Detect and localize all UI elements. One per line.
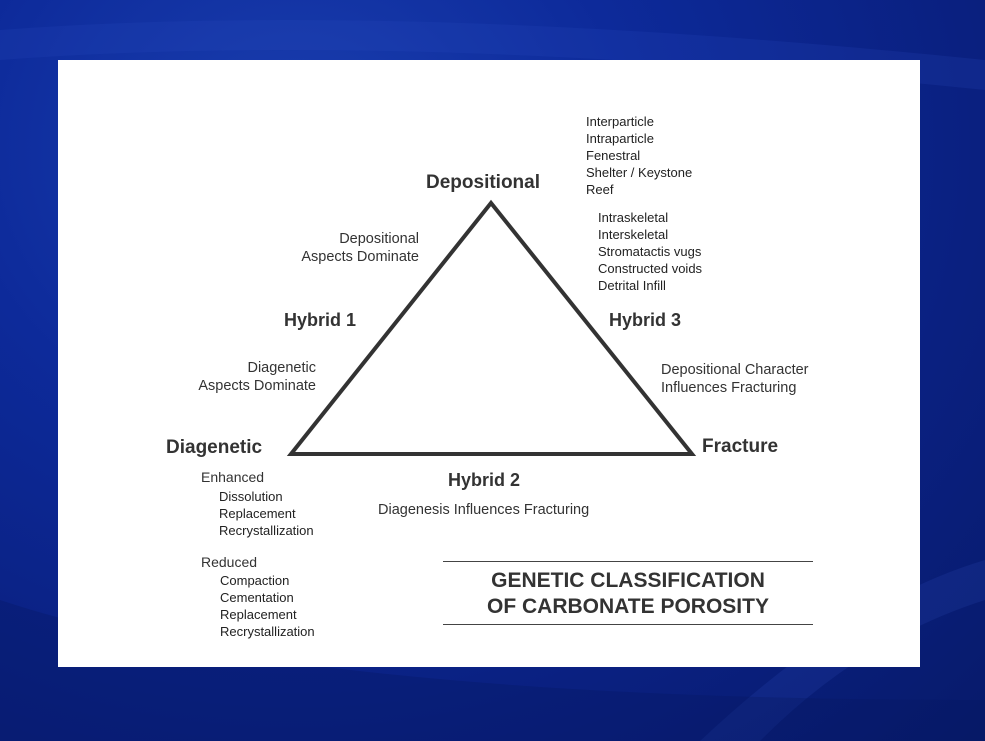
classification-triangle	[286, 199, 697, 456]
list-item: Interparticle	[586, 114, 654, 129]
diagenetic-dominate-note: Diagenetic Aspects Dominate	[198, 360, 316, 394]
depositional-character-note: Depositional Character Influences Fractu…	[661, 362, 809, 396]
list-item: Recrystallization	[219, 523, 314, 538]
list-item: Recrystallization	[220, 624, 315, 639]
depositional-types-list-a: Interparticle Intraparticle Fenestral Sh…	[586, 113, 692, 198]
diagram-panel: Depositional Diagenetic Fracture Hybrid …	[58, 60, 920, 667]
list-item: Intraskeletal	[598, 210, 669, 225]
vertex-fracture: Fracture	[702, 436, 779, 457]
enhanced-heading: Enhanced	[201, 469, 265, 485]
title-line-1: GENETIC CLASSIFICATION	[491, 569, 765, 592]
list-item: Replacement	[219, 506, 296, 521]
list-item: Cementation	[220, 590, 294, 605]
list-item: Shelter / Keystone	[586, 165, 693, 180]
list-item: Fenestral	[586, 148, 641, 163]
list-item: Reef	[586, 182, 614, 197]
vertex-diagenetic: Diagenetic	[166, 437, 263, 458]
hybrid-1-label: Hybrid 1	[284, 310, 357, 330]
list-item: Dissolution	[219, 489, 283, 504]
depositional-types-list-b: Intraskeletal Interskeletal Stromatactis…	[598, 209, 702, 294]
title-line-2: OF CARBONATE POROSITY	[487, 595, 769, 618]
list-item: Intraparticle	[586, 131, 654, 146]
diagram-title: GENETIC CLASSIFICATION OF CARBONATE PORO…	[443, 561, 813, 625]
hybrid-2-label: Hybrid 2	[448, 470, 521, 490]
enhanced-list: Dissolution Replacement Recrystallizatio…	[219, 488, 314, 539]
vertex-depositional: Depositional	[426, 172, 541, 193]
list-item: Constructed voids	[598, 261, 703, 276]
diagenesis-influences-note: Diagenesis Influences Fracturing	[378, 502, 590, 518]
list-item: Compaction	[220, 573, 290, 588]
list-item: Detrital Infill	[598, 278, 666, 293]
triangle-outline	[286, 199, 697, 456]
hybrid-3-label: Hybrid 3	[609, 310, 682, 330]
reduced-list: Compaction Cementation Replacement Recry…	[220, 572, 315, 640]
reduced-heading: Reduced	[201, 554, 258, 570]
list-item: Stromatactis vugs	[598, 244, 702, 259]
list-item: Interskeletal	[598, 227, 669, 242]
list-item: Replacement	[220, 607, 297, 622]
depositional-dominate-note: Depositional Aspects Dominate	[301, 231, 419, 265]
